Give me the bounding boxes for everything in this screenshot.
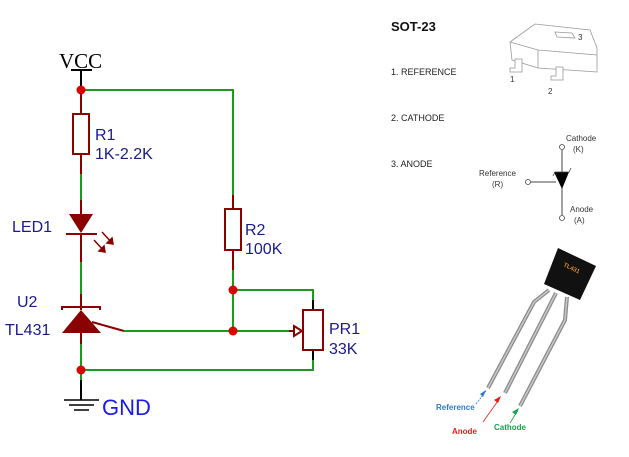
r1-body	[72, 113, 90, 155]
junction-gnd	[76, 365, 86, 375]
to92-package-illustration: TL431	[486, 248, 596, 407]
pr1-body	[302, 309, 324, 351]
symbol-anode-label: Anode	[570, 205, 594, 214]
led1-ref: LED1	[12, 219, 52, 236]
pin-2-label: 2. CATHODE	[391, 113, 444, 123]
junction-ref	[228, 326, 238, 336]
to92-pin-arrows	[475, 390, 519, 424]
u2-ref: U2	[17, 294, 38, 311]
junction-vcc	[76, 85, 86, 95]
r2-body	[224, 208, 242, 251]
pin-1-label: 1. REFERENCE	[391, 67, 457, 77]
pin-3-label: 3. ANODE	[391, 159, 433, 169]
r1-value: 1K-2.2K	[95, 146, 153, 163]
wire-gnd-pr1	[81, 360, 314, 371]
package-title: SOT-23	[391, 19, 436, 34]
sot23-package-drawing	[509, 23, 598, 81]
junction-r2-pr1	[228, 285, 238, 295]
symbol-reference-label: Reference	[479, 169, 516, 178]
u2-value: TL431	[5, 322, 50, 339]
u2-cathode-bar	[61, 306, 101, 310]
schematic: VCC R1 1K-2.2K LED1 U2	[5, 49, 360, 420]
r2-value: 100K	[245, 241, 283, 258]
r1-ref: R1	[95, 127, 116, 144]
led1-triangle	[69, 214, 93, 233]
wire-vcc-r2	[81, 89, 234, 195]
pr1-wiper-arrow-icon	[293, 324, 304, 338]
u2-ref-lead	[91, 321, 125, 332]
to92-cathode-label: Cathode	[494, 423, 527, 432]
to92-reference-label: Reference	[436, 403, 475, 412]
sot23-pin-1-number: 1	[510, 75, 515, 84]
tl431-symbol	[525, 144, 572, 221]
gnd-label: GND	[102, 395, 151, 420]
to92-anode-label: Anode	[452, 427, 477, 436]
datasheet-excerpt: SOT-23 1. REFERENCE 2. CATHODE 3. ANODE …	[391, 19, 598, 436]
symbol-anode-abbr: (A)	[574, 216, 585, 225]
symbol-cathode-abbr: (K)	[573, 145, 584, 154]
pr1-value: 33K	[329, 341, 358, 358]
led1-light-arrows-icon	[93, 231, 114, 253]
pr1-ref: PR1	[329, 321, 360, 338]
sot23-pin-3-number: 3	[578, 33, 583, 42]
u2-triangle	[62, 310, 101, 333]
r2-ref: R2	[245, 222, 266, 239]
symbol-reference-abbr: (R)	[492, 180, 503, 189]
symbol-cathode-label: Cathode	[566, 134, 597, 143]
sot23-pin-2-number: 2	[548, 87, 553, 96]
wire-node-pr1-top	[233, 289, 314, 300]
